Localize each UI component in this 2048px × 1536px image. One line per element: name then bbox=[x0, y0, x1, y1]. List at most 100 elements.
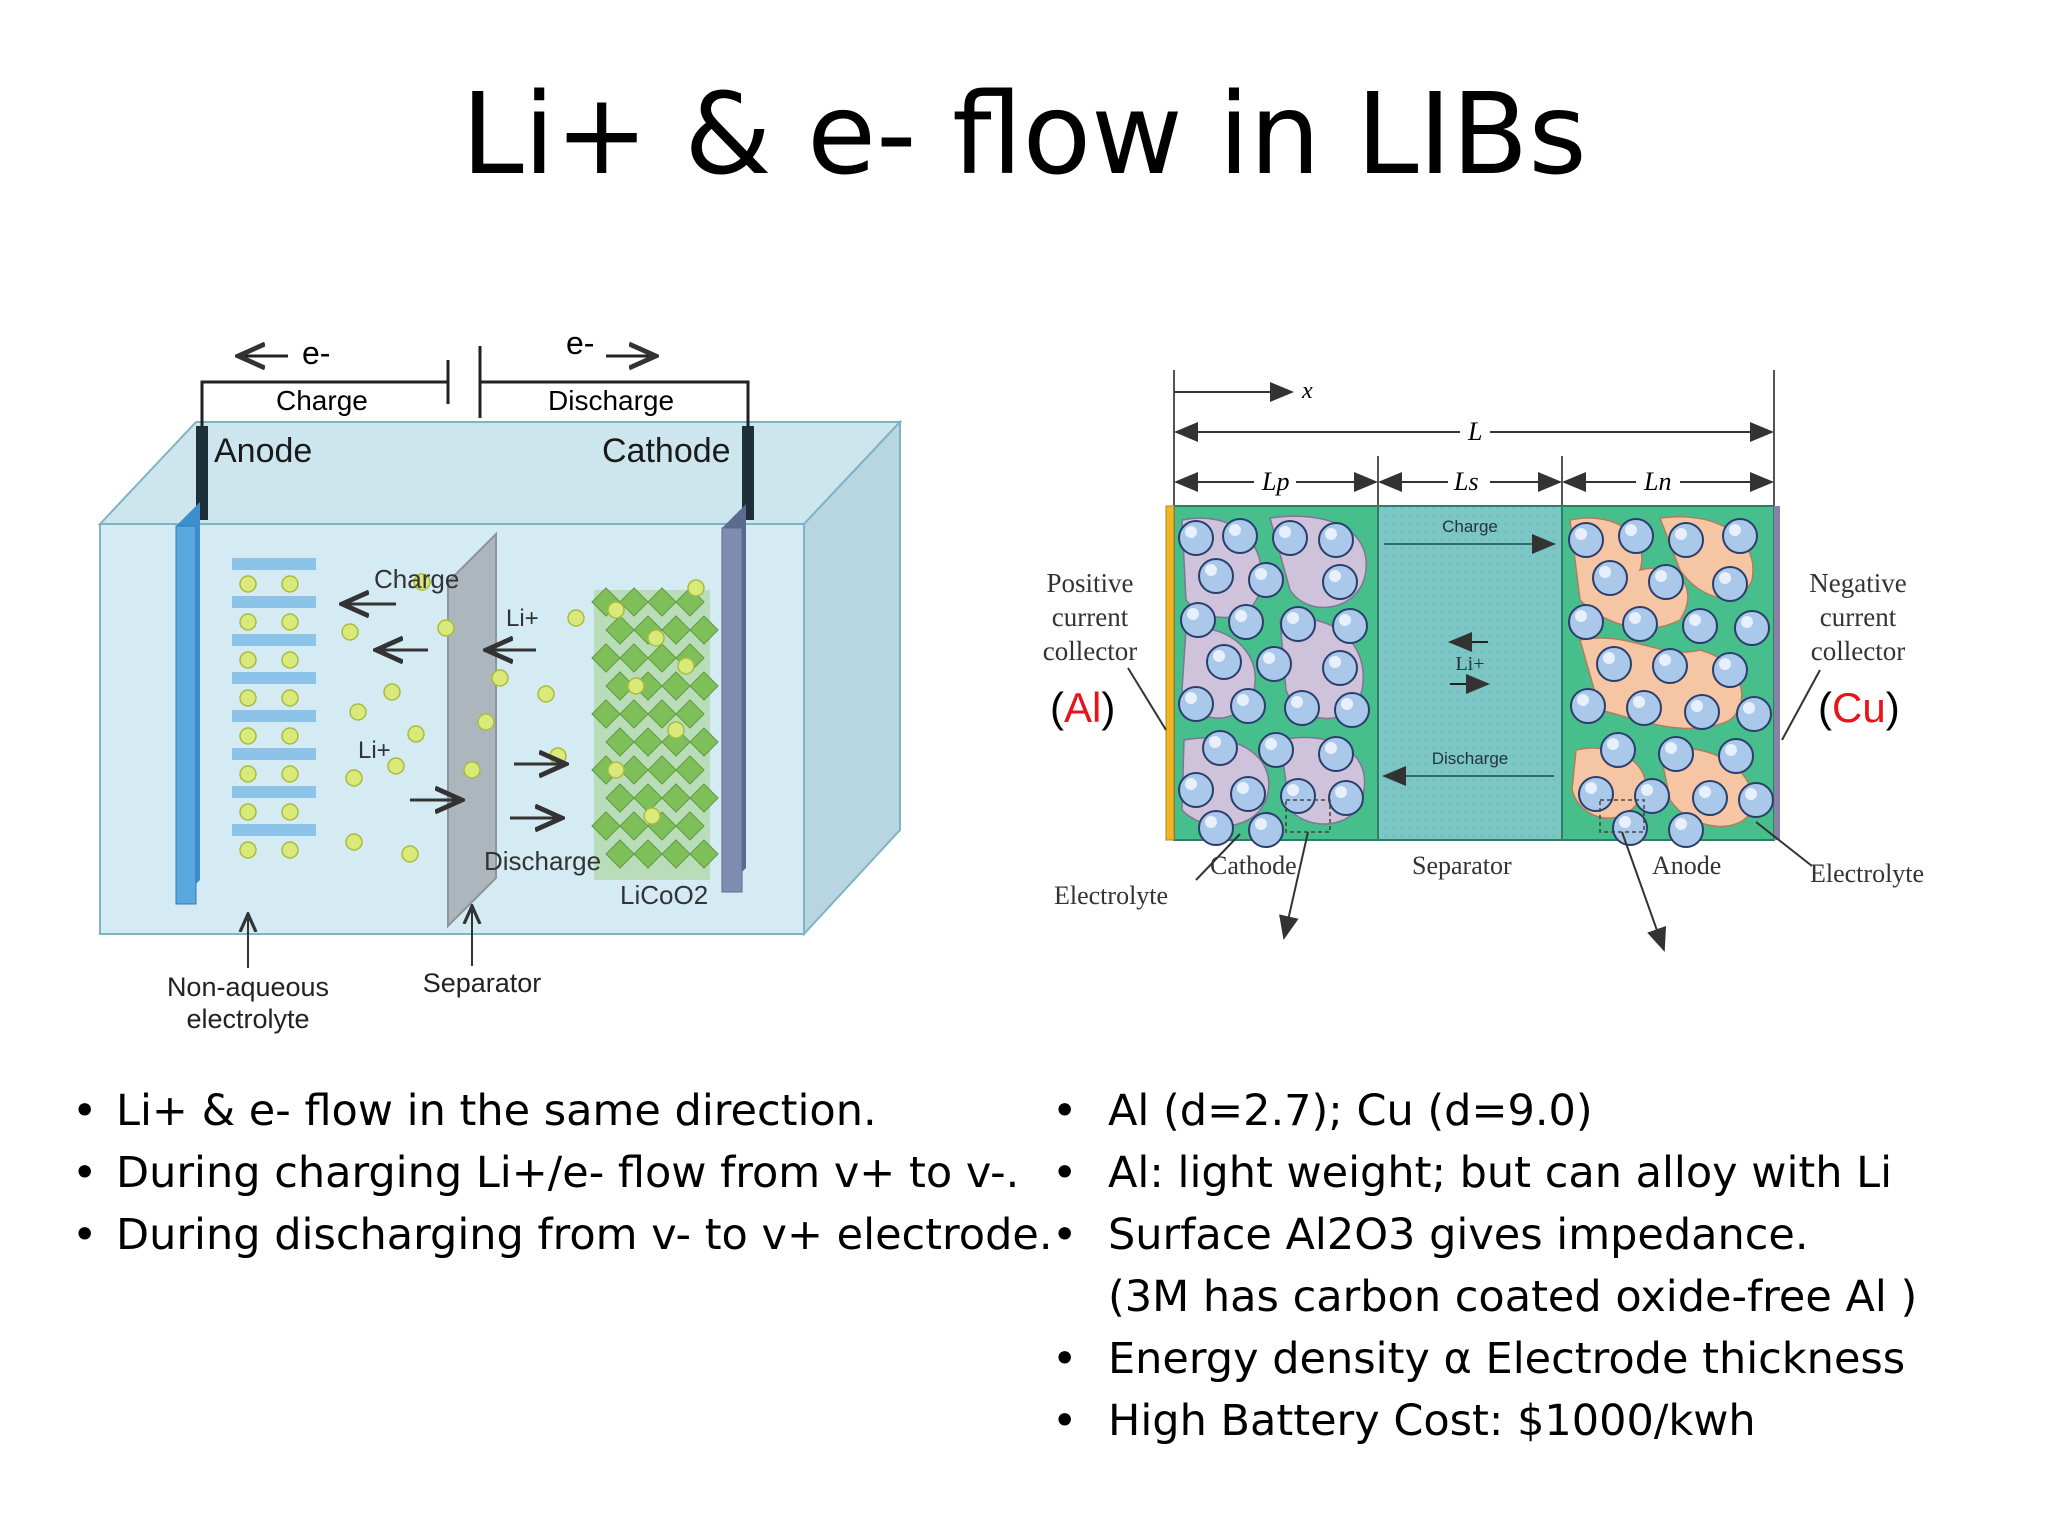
lattice-cell bbox=[689, 783, 719, 813]
active-sphere bbox=[1198, 810, 1234, 846]
lattice-cell bbox=[689, 839, 719, 869]
lattice-cell bbox=[605, 615, 635, 645]
li-ion bbox=[239, 841, 257, 859]
lattice-cell bbox=[619, 643, 649, 673]
li-ion bbox=[491, 669, 509, 687]
li-ion bbox=[567, 609, 585, 627]
lattice-cell bbox=[689, 615, 719, 645]
li-ion bbox=[647, 629, 665, 647]
active-sphere bbox=[1738, 782, 1774, 818]
licoo2-label: LiCoO2 bbox=[620, 880, 708, 910]
slide-title: Li+ & e- flow in LIBs bbox=[461, 70, 1587, 200]
active-sphere bbox=[1596, 646, 1632, 682]
li-ion bbox=[281, 651, 299, 669]
li-ion bbox=[239, 613, 257, 631]
lattice-cell bbox=[605, 783, 635, 813]
active-sphere bbox=[1280, 778, 1316, 814]
li-ion bbox=[281, 689, 299, 707]
lattice-cell bbox=[633, 839, 663, 869]
li-ion bbox=[341, 623, 359, 641]
li-ion bbox=[607, 601, 625, 619]
active-sphere bbox=[1280, 606, 1316, 642]
fig-cathode-label: Cathode bbox=[1210, 851, 1297, 880]
active-sphere bbox=[1256, 646, 1292, 682]
active-sphere bbox=[1592, 560, 1628, 596]
e-label-left: e- bbox=[302, 335, 330, 371]
active-sphere bbox=[1178, 520, 1214, 556]
lattice-cell bbox=[675, 755, 705, 785]
li-ion bbox=[281, 727, 299, 745]
left-bullet: During discharging from v- to v+ electro… bbox=[72, 1204, 1053, 1266]
li-ion bbox=[345, 833, 363, 851]
active-sphere bbox=[1578, 776, 1614, 812]
active-sphere bbox=[1222, 518, 1258, 554]
active-sphere bbox=[1568, 522, 1604, 558]
active-sphere bbox=[1626, 690, 1662, 726]
active-sphere bbox=[1180, 602, 1216, 638]
active-sphere bbox=[1322, 650, 1358, 686]
active-sphere bbox=[1622, 606, 1658, 642]
active-sphere bbox=[1718, 738, 1754, 774]
li-ion bbox=[549, 747, 567, 765]
active-sphere bbox=[1206, 644, 1242, 680]
lattice-cell bbox=[591, 699, 621, 729]
lattice-cell bbox=[633, 727, 663, 757]
lattice-cell bbox=[675, 811, 705, 841]
electrolyte-label-2: electrolyte bbox=[186, 1004, 309, 1034]
li-ion bbox=[239, 727, 257, 745]
L-label: L bbox=[1467, 417, 1482, 446]
lattice-cell bbox=[619, 587, 649, 617]
anode-label: Anode bbox=[214, 432, 312, 470]
active-sphere bbox=[1248, 562, 1284, 598]
lattice-cell bbox=[619, 755, 649, 785]
left-bullet-list: Li+ & e- flow in the same direction. Dur… bbox=[72, 1080, 1053, 1266]
lattice-cell bbox=[661, 671, 691, 701]
active-particle-spheres bbox=[1178, 518, 1774, 848]
right-bullet: Surface Al2O3 gives impedance. bbox=[1052, 1204, 1917, 1266]
li-ion bbox=[281, 803, 299, 821]
li-label-top: Li+ bbox=[506, 605, 539, 632]
x-label: x bbox=[1301, 378, 1313, 404]
cathode-label: Cathode bbox=[602, 432, 731, 470]
negative-current-collector bbox=[1774, 506, 1780, 840]
li-ion bbox=[477, 713, 495, 731]
anode-terminal bbox=[196, 426, 208, 520]
lattice-cell bbox=[661, 783, 691, 813]
positive-current-collector bbox=[1165, 505, 1175, 841]
active-sphere bbox=[1202, 730, 1238, 766]
lattice-cell bbox=[647, 643, 677, 673]
active-sphere bbox=[1668, 522, 1704, 558]
lattice-cell bbox=[647, 755, 677, 785]
active-sphere bbox=[1272, 520, 1308, 556]
separator-label: Separator bbox=[423, 968, 542, 998]
cell-cross-section-diagram: x L Lp Ls Ln Charge Li+ Discharge bbox=[1043, 370, 1924, 952]
li-ion bbox=[607, 761, 625, 779]
active-sphere bbox=[1284, 690, 1320, 726]
electrolyte-left-label: Electrolyte bbox=[1054, 881, 1168, 910]
li-ion bbox=[281, 841, 299, 859]
right-bullet-continuation: (3M has carbon coated oxide-free Al ) bbox=[1108, 1272, 1918, 1322]
Lp-label: Lp bbox=[1261, 467, 1289, 496]
li-ion bbox=[239, 575, 257, 593]
li-ion bbox=[627, 677, 645, 695]
Ls-label: Ls bbox=[1453, 467, 1479, 496]
fig-anode-label: Anode bbox=[1652, 851, 1721, 880]
negative-collector-label-2: current bbox=[1820, 602, 1897, 632]
charge-label: Charge bbox=[276, 385, 368, 416]
li-ion bbox=[239, 803, 257, 821]
active-sphere bbox=[1652, 648, 1688, 684]
active-sphere bbox=[1736, 696, 1772, 732]
negative-collector-label-1: Negative bbox=[1809, 568, 1906, 598]
active-sphere bbox=[1712, 652, 1748, 688]
li-ion bbox=[677, 657, 695, 675]
lattice-cell bbox=[605, 839, 635, 869]
li-ion bbox=[239, 651, 257, 669]
lattice-cell bbox=[619, 811, 649, 841]
active-sphere bbox=[1332, 608, 1368, 644]
li-ion bbox=[643, 807, 661, 825]
li-ion bbox=[463, 761, 481, 779]
li-ion bbox=[239, 689, 257, 707]
li-ion bbox=[413, 573, 431, 591]
lattice-cell bbox=[591, 811, 621, 841]
active-sphere bbox=[1600, 732, 1636, 768]
